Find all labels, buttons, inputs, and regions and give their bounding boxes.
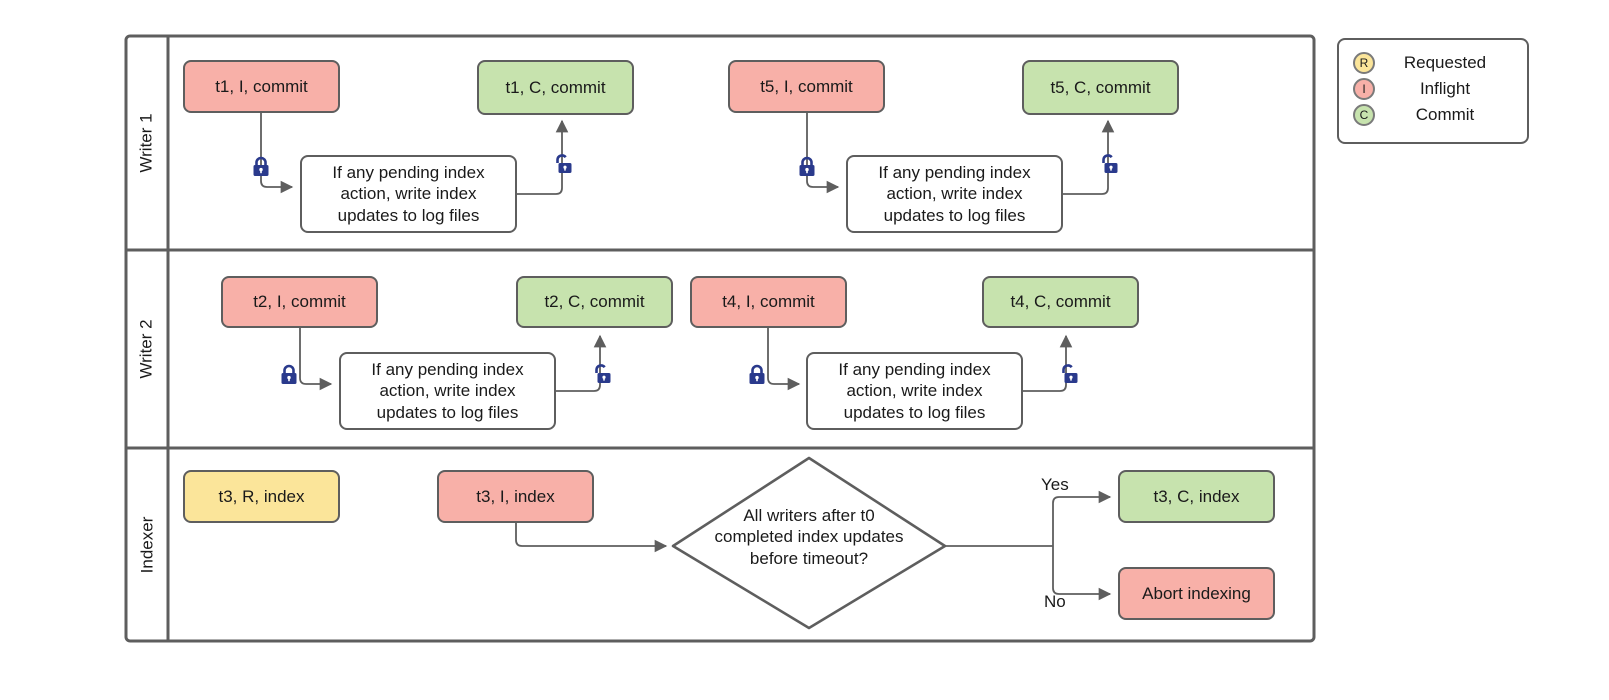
lane-label-writer-2: Writer 2 [126, 250, 168, 448]
status-badge-commit-icon: C [1353, 104, 1375, 126]
lock-closed-icon [249, 155, 273, 179]
node-t3-commit[interactable]: t3, C, index [1118, 470, 1275, 523]
lock-closed-icon [745, 363, 769, 387]
lock-open-icon [1097, 152, 1121, 176]
legend-label-inflight: Inflight [1419, 79, 1471, 98]
legend-label-requested: Requested [1403, 53, 1487, 72]
node-t3-inflight[interactable]: t3, I, index [437, 470, 594, 523]
edge-label-no: No [1044, 592, 1066, 611]
legend-item-inflight: I Inflight [1353, 76, 1509, 102]
node-t4-index-action[interactable]: If any pending index action, write index… [806, 352, 1023, 430]
lane-label-text: Writer 2 [137, 319, 157, 379]
lane-label-writer-1: Writer 1 [126, 36, 168, 250]
status-badge-requested-icon: R [1353, 52, 1375, 74]
lane-label-indexer: Indexer [126, 448, 168, 641]
node-t1-inflight[interactable]: t1, I, commit [183, 60, 340, 113]
legend-item-commit: C Commit [1353, 102, 1509, 128]
node-t1-index-action[interactable]: If any pending index action, write index… [300, 155, 517, 233]
lock-closed-icon [277, 363, 301, 387]
status-badge-inflight-icon: I [1353, 78, 1375, 100]
legend-item-requested: R Requested [1353, 50, 1509, 76]
node-t5-index-action[interactable]: If any pending index action, write index… [846, 155, 1063, 233]
lane-label-text: Indexer [137, 516, 157, 573]
node-t4-inflight[interactable]: t4, I, commit [690, 276, 847, 328]
lock-open-icon [1057, 362, 1081, 386]
lock-open-icon [551, 152, 575, 176]
node-t5-commit[interactable]: t5, C, commit [1022, 60, 1179, 115]
node-t2-inflight[interactable]: t2, I, commit [221, 276, 378, 328]
legend-panel: R Requested I Inflight C Commit [1337, 38, 1529, 144]
node-t2-index-action[interactable]: If any pending index action, write index… [339, 352, 556, 430]
node-t1-commit[interactable]: t1, C, commit [477, 60, 634, 115]
lock-open-icon [590, 362, 614, 386]
edge-label-yes: Yes [1041, 475, 1069, 494]
lane-label-text: Writer 1 [137, 113, 157, 173]
node-abort-indexing[interactable]: Abort indexing [1118, 567, 1275, 620]
node-t4-commit[interactable]: t4, C, commit [982, 276, 1139, 328]
lock-closed-icon [795, 155, 819, 179]
legend-label-commit: Commit [1415, 105, 1475, 124]
node-t3-requested[interactable]: t3, R, index [183, 470, 340, 523]
node-t5-inflight[interactable]: t5, I, commit [728, 60, 885, 113]
node-t2-commit[interactable]: t2, C, commit [516, 276, 673, 328]
